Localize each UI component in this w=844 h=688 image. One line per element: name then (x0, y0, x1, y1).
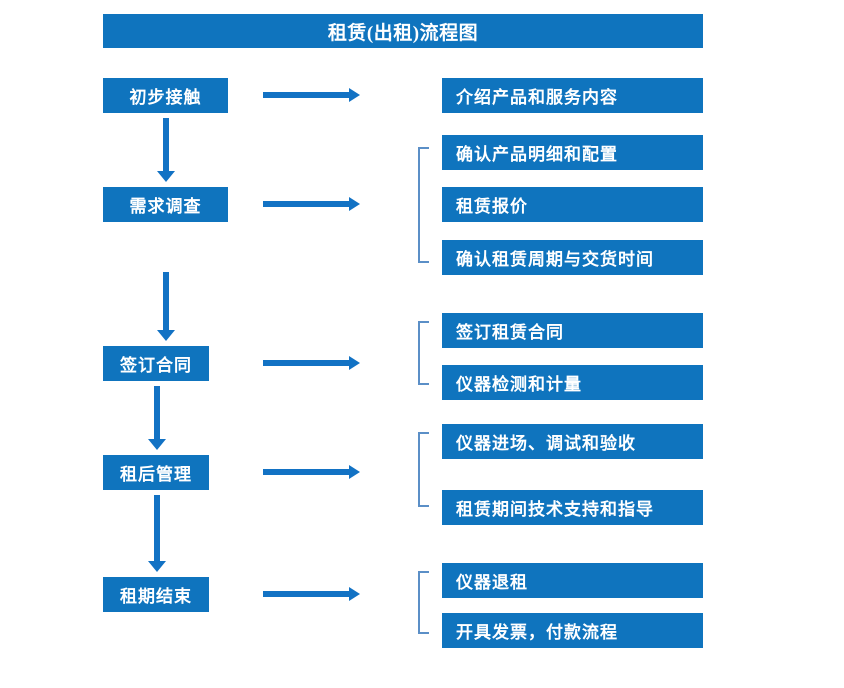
group-bracket-stage-4 (418, 432, 429, 507)
right-arrow-stage-4 (263, 465, 360, 479)
group-bracket-stage-3 (418, 321, 429, 385)
detail-node-4[interactable]: 确认租赁周期与交货时间 (442, 240, 703, 275)
down-arrow-1-to-2 (157, 118, 175, 182)
detail-node-8[interactable]: 租赁期间技术支持和指导 (442, 490, 703, 525)
detail-node-9[interactable]: 仪器退租 (442, 563, 703, 598)
detail-node-3[interactable]: 租赁报价 (442, 187, 703, 222)
right-arrow-stage-5 (263, 587, 360, 601)
detail-node-1[interactable]: 介绍产品和服务内容 (442, 78, 703, 113)
stage-node-3[interactable]: 签订合同 (103, 346, 209, 381)
detail-node-10[interactable]: 开具发票，付款流程 (442, 613, 703, 648)
right-arrow-stage-3 (263, 356, 360, 370)
detail-node-7[interactable]: 仪器进场、调试和验收 (442, 424, 703, 459)
group-bracket-stage-2 (418, 147, 429, 263)
group-bracket-stage-5 (418, 571, 429, 634)
page-title: 租赁(出租)流程图 (103, 14, 703, 48)
down-arrow-4-to-5 (148, 495, 166, 572)
stage-node-4[interactable]: 租后管理 (103, 455, 209, 490)
down-arrow-2-to-3 (157, 272, 175, 341)
stage-node-1[interactable]: 初步接触 (103, 78, 228, 113)
right-arrow-stage-2 (263, 197, 360, 211)
detail-node-6[interactable]: 仪器检测和计量 (442, 365, 703, 400)
stage-node-5[interactable]: 租期结束 (103, 577, 209, 612)
down-arrow-3-to-4 (148, 386, 166, 450)
detail-node-2[interactable]: 确认产品明细和配置 (442, 135, 703, 170)
detail-node-5[interactable]: 签订租赁合同 (442, 313, 703, 348)
stage-node-2[interactable]: 需求调查 (103, 187, 228, 222)
right-arrow-stage-1 (263, 88, 360, 102)
